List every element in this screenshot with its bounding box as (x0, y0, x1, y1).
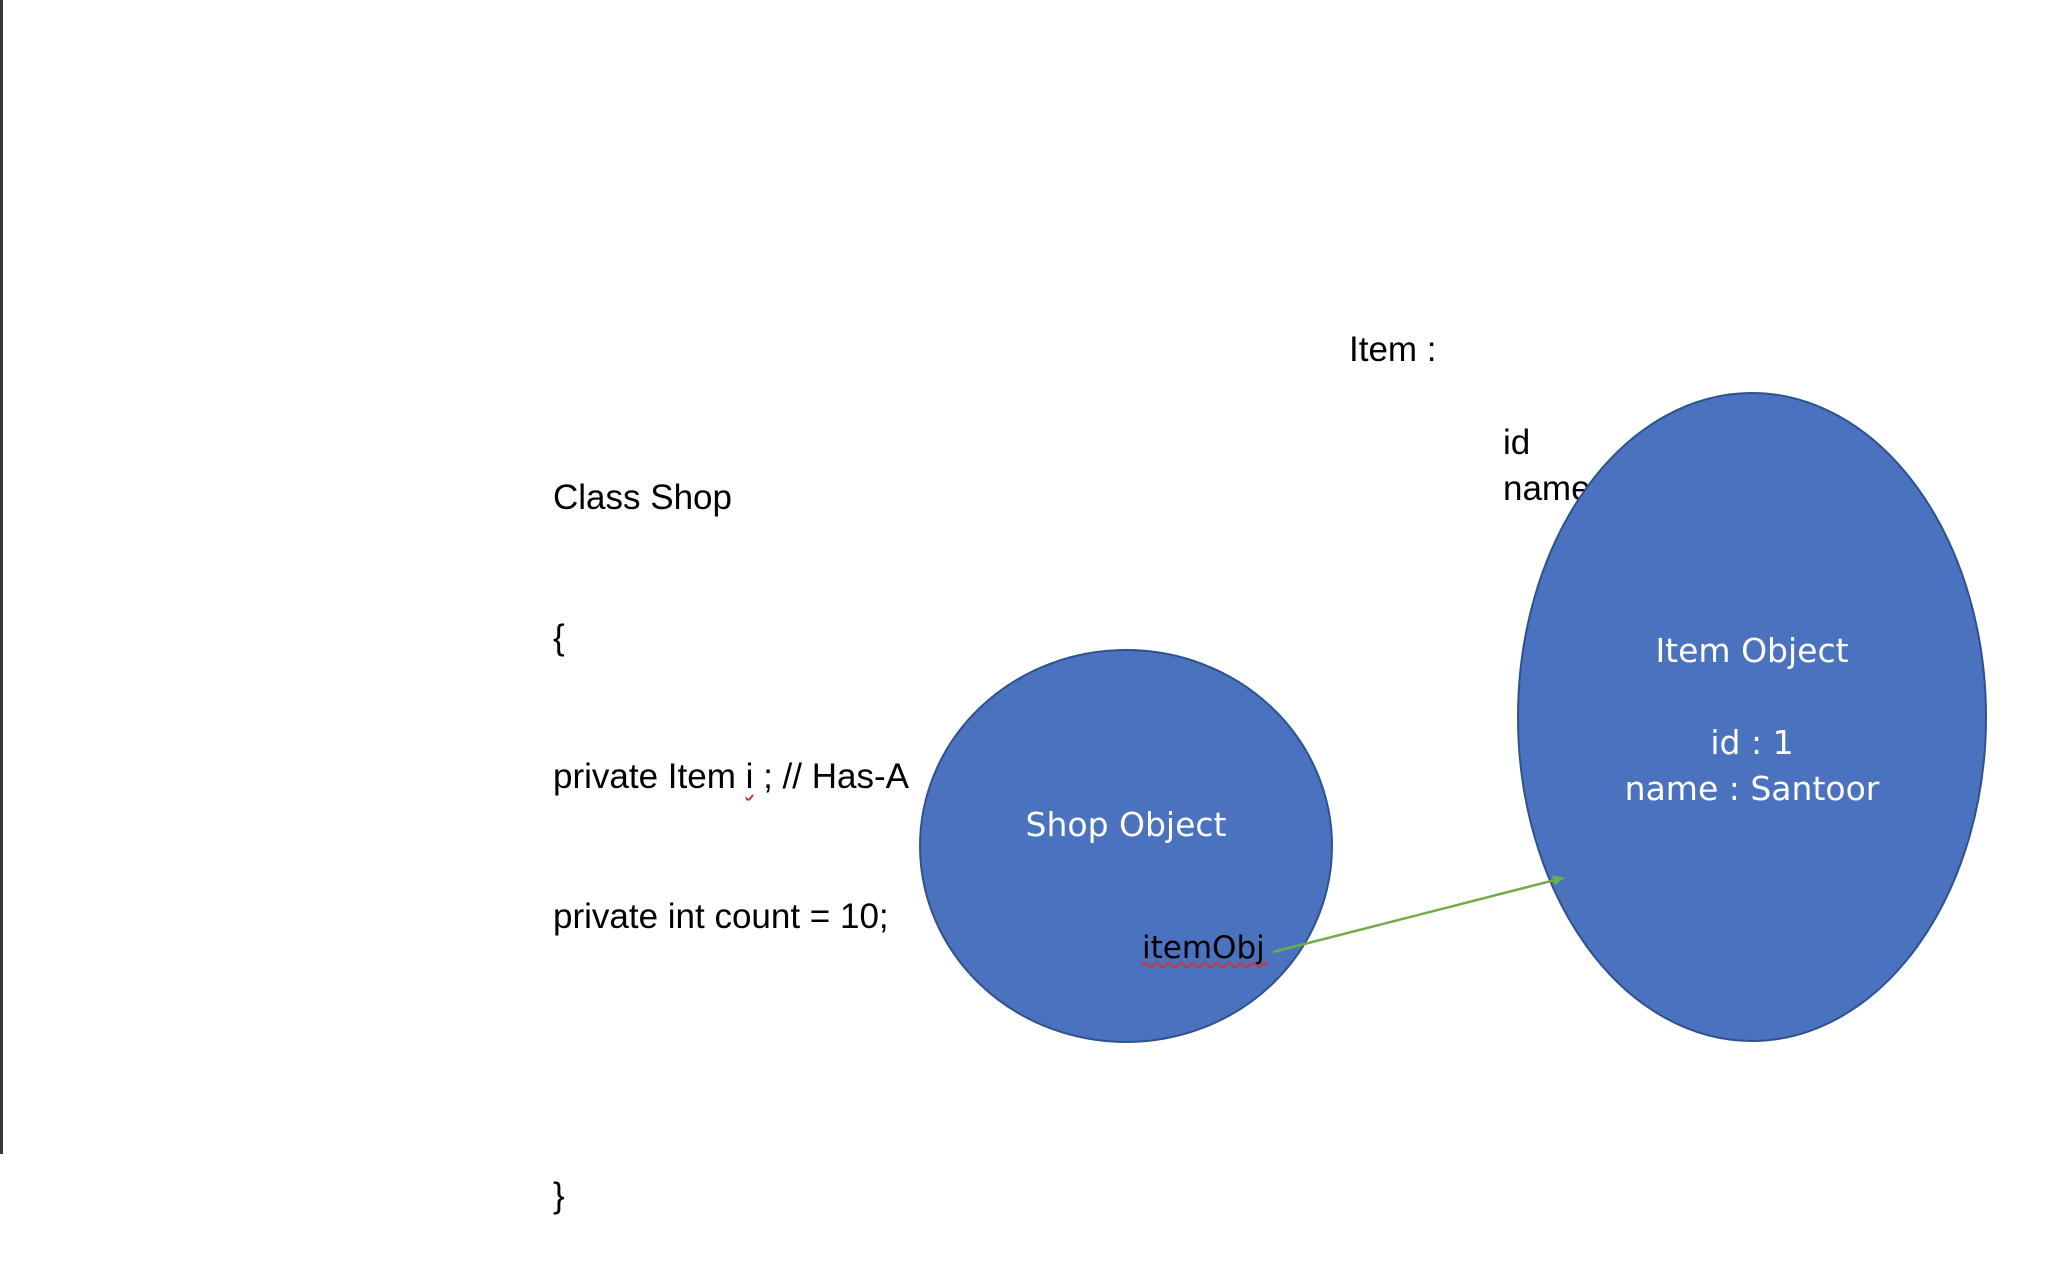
shop-object-ellipse (919, 649, 1333, 1043)
shop-object-title: Shop Object (1026, 805, 1227, 844)
code-line-open-brace: { (553, 617, 565, 657)
code-line-class-declaration: Class Shop (553, 478, 732, 517)
object-diagram: Shop Object Item Object id : 1 name : Sa… (919, 392, 1987, 1043)
code-item-comment: ; // Has-A (753, 757, 909, 796)
item-object-id: id : 1 (1710, 723, 1793, 762)
class-shop-code: Class Shop { private Item i ; // Has-A p… (553, 382, 909, 1266)
code-item-var: i (745, 757, 754, 796)
code-item-prefix: private Item (553, 757, 746, 796)
item-field-name: name (1503, 469, 1591, 508)
code-line-count-field: private int count = 10; (553, 896, 889, 936)
window-left-border (0, 0, 3, 1154)
item-class-fields: id name (1503, 420, 1591, 512)
reference-arrow (1272, 875, 1565, 954)
code-line-item-field: private Item i ; // Has-A (553, 754, 909, 801)
code-line-close-brace: } (553, 1175, 565, 1215)
reference-spellcheck-squiggle (1141, 962, 1269, 968)
item-object-ellipse (1517, 392, 1987, 1042)
item-field-id: id (1503, 423, 1531, 462)
item-object-title: Item Object (1655, 631, 1848, 670)
shop-item-reference: itemObj (1142, 930, 1265, 966)
item-class-label: Item : (1349, 330, 1437, 369)
item-object-name: name : Santoor (1625, 769, 1880, 808)
